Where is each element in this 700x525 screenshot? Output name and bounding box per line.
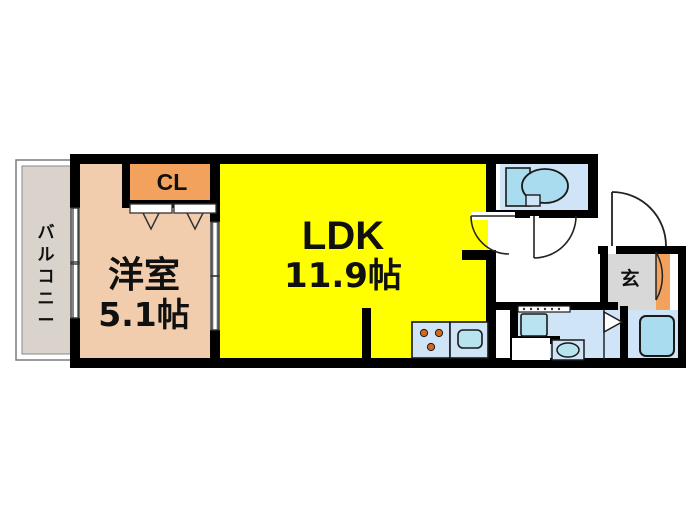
wall-room-ldk-lower [210, 330, 220, 362]
stove-icon [411, 321, 451, 359]
closet-door-swing-left [142, 212, 160, 231]
wall-closet-left [122, 158, 130, 208]
wall-toilet-right [588, 154, 598, 216]
closet-floor [128, 162, 216, 204]
wall-bottom [70, 358, 686, 368]
ldk-label: LDK [302, 214, 384, 258]
sliding-door-gap [70, 208, 80, 318]
closet-door-leaf-right[interactable] [173, 203, 217, 214]
wall-ldk-jog [462, 250, 496, 260]
washroom-fixtures [512, 305, 585, 361]
room-ldk-sliding-door[interactable] [210, 221, 220, 331]
washroom-door[interactable] [603, 310, 624, 360]
genkan-door-swing-arc [655, 251, 664, 301]
ldk-door[interactable] [470, 212, 515, 255]
balcony-label-char-2: ル [38, 245, 55, 265]
wall-ldk-hall-upper [486, 160, 496, 212]
wall-genkan-left [600, 252, 608, 304]
sliding-door-panel-2[interactable] [70, 261, 80, 319]
closet-door-leaf-left[interactable] [129, 203, 173, 214]
toilet-fixtures [505, 167, 569, 207]
genkan-floor [608, 252, 656, 310]
hallway-floor [488, 216, 612, 306]
stove-burner-3 [426, 342, 436, 352]
balcony-label-char-3: コ [38, 267, 55, 287]
wall-room-ldk-upper [210, 160, 220, 222]
room-balcony [15, 159, 77, 361]
genkan-label: 玄 [620, 267, 639, 290]
wall-toilet-bottom [494, 210, 598, 218]
balcony-label: バ ル コ ニ ー [38, 223, 55, 331]
washbasin-icon [520, 313, 548, 337]
vanity-mirror-dots [522, 307, 561, 311]
wall-outer-right [678, 246, 686, 366]
toilet-door-swing-arc [533, 215, 577, 259]
genkan-inner-door[interactable] [655, 251, 664, 301]
toilet-door[interactable] [530, 215, 577, 260]
wall-ldk-partition [362, 308, 371, 360]
washroom-alcove [512, 338, 550, 360]
wall-entry-top [598, 246, 686, 254]
sink-icon [457, 329, 483, 349]
entrance-door-swing-arc [611, 191, 667, 247]
closet-folding-doors[interactable] [129, 203, 217, 231]
bathtub-icon [639, 315, 675, 357]
bathroom-fixtures [639, 315, 675, 357]
balcony-label-char-5: ー [38, 311, 55, 331]
wall-top-toilet [494, 154, 598, 164]
western-room-label: 洋室 [108, 255, 180, 296]
toilet-base-icon [525, 194, 541, 207]
room-door-panel-2[interactable] [210, 275, 220, 331]
closet-label: CL [157, 169, 188, 195]
washing-machine-drum [556, 342, 580, 358]
sliding-door-panel-1[interactable] [70, 207, 80, 265]
entrance-door[interactable] [608, 191, 667, 254]
stove-burner-1 [419, 328, 429, 338]
wall-top-left [70, 154, 494, 164]
kitchen-counter [411, 321, 489, 359]
balcony-label-char-1: バ [38, 223, 55, 243]
balcony-label-char-4: ニ [38, 289, 55, 309]
ldk-size-label: 11.9帖 [284, 256, 402, 296]
closet-door-swing-right [186, 212, 204, 231]
western-room-size-label: 5.1帖 [98, 295, 189, 334]
wall-washroom-left [510, 306, 518, 362]
wall-ldk-hall-lower [486, 256, 496, 362]
entrance-door-gap [608, 244, 616, 254]
ldk-door-swing-arc [470, 215, 510, 255]
balcony-sliding-door[interactable] [70, 207, 80, 319]
stove-burner-2 [434, 328, 444, 338]
balcony-floor [21, 165, 73, 355]
wall-wash-bath [620, 306, 628, 362]
